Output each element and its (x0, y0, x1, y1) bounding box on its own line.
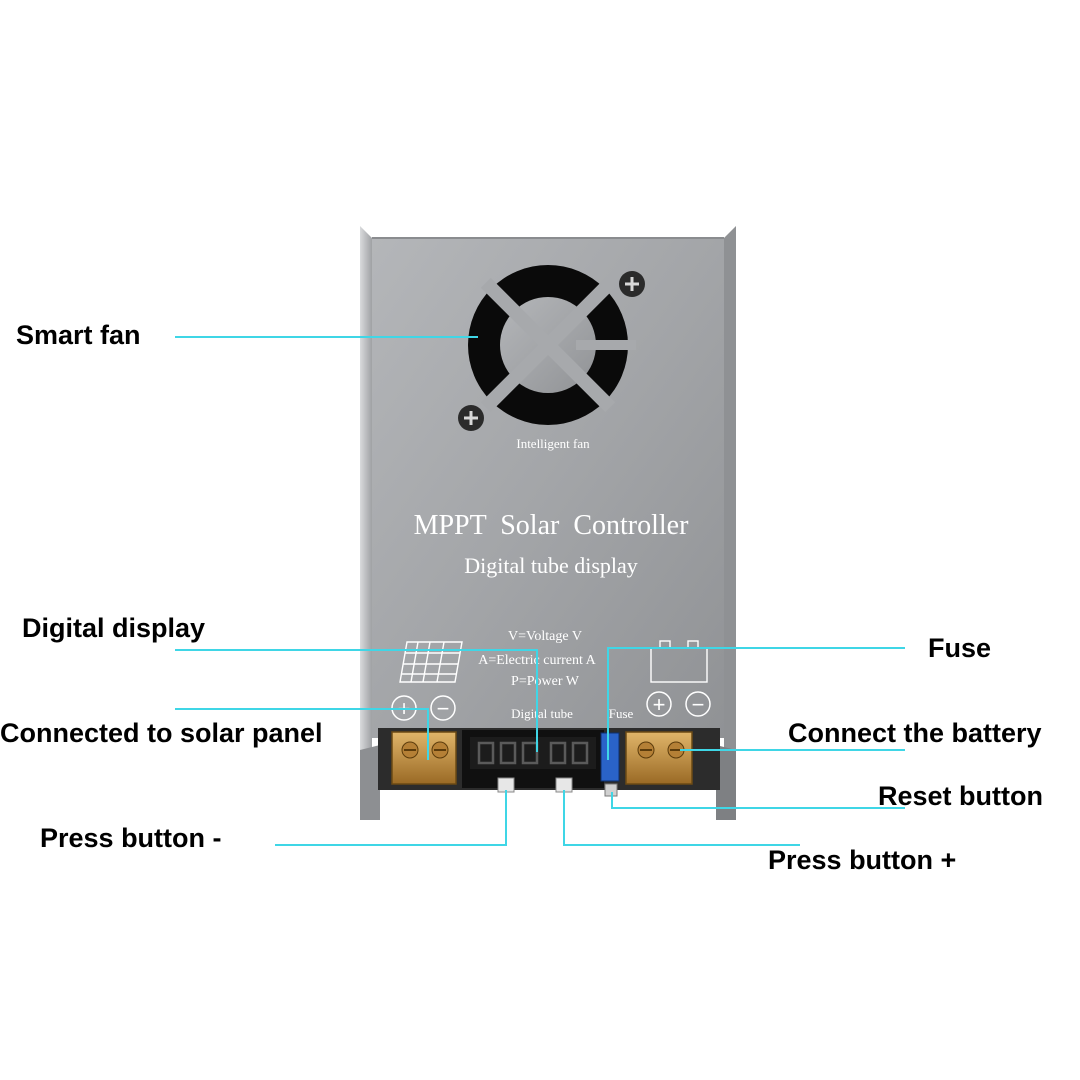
callout-press-minus: Press button - (40, 823, 222, 853)
callout-reset-button: Reset button (878, 781, 1043, 811)
leader-reset (611, 792, 905, 809)
left-flange (360, 226, 372, 818)
screw-icon (458, 405, 484, 431)
leader-press-plus (563, 790, 800, 846)
callout-fuse: Fuse (928, 633, 992, 663)
press-plus-button[interactable] (555, 777, 573, 793)
callout-connected-solar: Connected to solar panel (0, 718, 323, 748)
legend-voltage: V=Voltage V (508, 629, 582, 644)
digital-tube-label: Digital tube (511, 706, 573, 721)
callout-press-plus: Press button + (768, 845, 957, 875)
battery-plus-symbol: + (653, 692, 666, 717)
press-minus-button[interactable] (497, 777, 515, 793)
leader-lines (175, 336, 905, 846)
screw-icon (619, 271, 645, 297)
digital-display (462, 730, 604, 788)
leader-fuse (607, 647, 905, 760)
solar-terminal (391, 731, 457, 785)
fan-icon (468, 265, 636, 425)
leader-solar-panel (175, 708, 429, 760)
callout-smart-fan: Smart fan (16, 320, 141, 350)
fuse-icon (600, 732, 620, 782)
right-flange (724, 226, 736, 818)
leader-digital-display (175, 649, 538, 752)
battery-polarity-icons (646, 691, 711, 717)
device-subtitle: Digital tube display (464, 553, 638, 578)
callout-digital-display: Digital display (22, 613, 206, 643)
leader-press-minus (275, 790, 507, 846)
callout-connect-battery: Connect the battery (788, 718, 1042, 748)
battery-minus-symbol: − (692, 692, 705, 717)
fan-caption: Intelligent fan (516, 436, 590, 451)
legend-power: P=Power W (511, 674, 580, 689)
fuse-label: Fuse (609, 706, 634, 721)
device-title: MPPT Solar Controller (414, 510, 690, 541)
battery-terminal (625, 731, 693, 785)
solar-panel-icon (399, 641, 463, 683)
solar-minus-symbol: − (437, 696, 450, 721)
